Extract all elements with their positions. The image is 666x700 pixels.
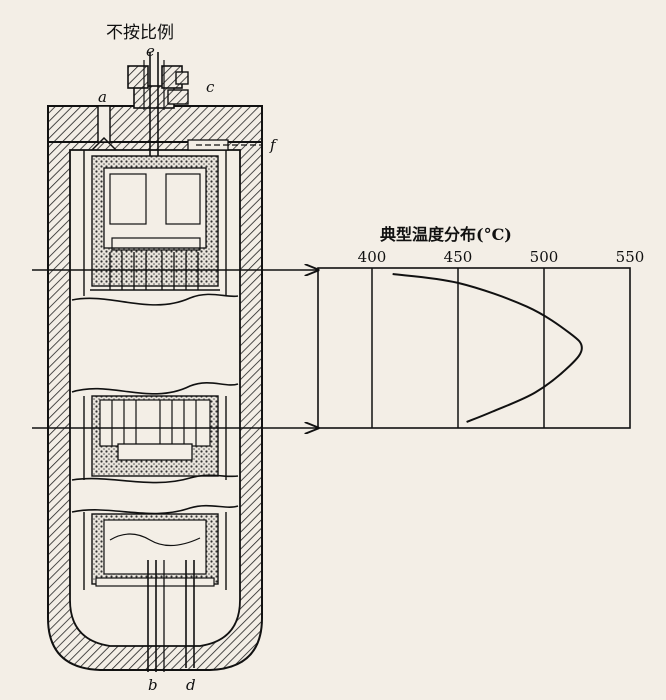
- temperature-profile-chart: 典型温度分布(°C) 400 450 500 550: [317, 225, 645, 429]
- break-gap: [71, 293, 239, 396]
- tick-label-500: 500: [530, 248, 559, 266]
- label-b: b: [148, 676, 158, 694]
- tick-label-550: 550: [616, 248, 645, 266]
- break-gap-lower: [71, 474, 239, 515]
- label-a: a: [98, 88, 107, 106]
- note-not-to-scale: 不按比例: [106, 23, 174, 43]
- chart-ticks: 400 450 500 550: [358, 248, 645, 266]
- port-a: [91, 105, 117, 151]
- label-f: f: [269, 136, 278, 154]
- upper-tube-bundle: [90, 252, 220, 291]
- temperature-curve: [392, 273, 583, 423]
- label-c: c: [206, 78, 215, 96]
- tick-label-400: 400: [358, 248, 387, 266]
- middle-basket: [91, 395, 219, 477]
- bottom-pipes: [147, 560, 195, 672]
- label-d: d: [186, 676, 196, 694]
- tick-label-450: 450: [444, 248, 473, 266]
- chart-title: 典型温度分布(°C): [380, 225, 512, 244]
- label-e: e: [146, 42, 155, 60]
- chart-grid: [371, 268, 545, 428]
- upper-basket: [91, 155, 219, 287]
- chart-frame: [317, 267, 631, 429]
- lower-basket: [91, 513, 219, 587]
- port-f: [187, 139, 262, 151]
